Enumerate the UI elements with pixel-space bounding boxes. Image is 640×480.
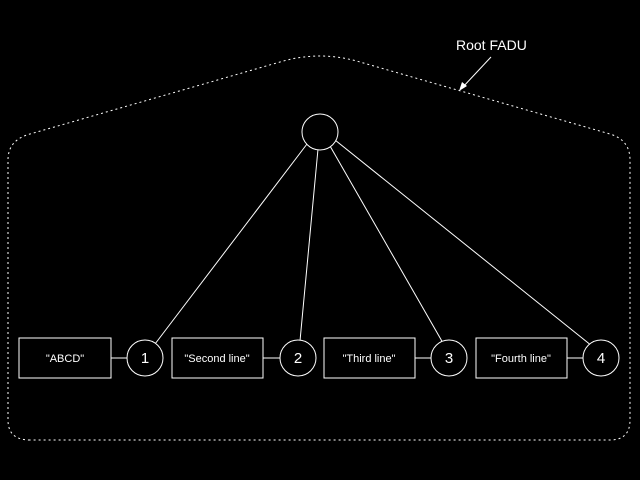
node-4-label: 4 (597, 350, 605, 367)
node-3-label: 3 (445, 350, 453, 367)
record-group-4: "Fourth line" 4 (475, 337, 620, 379)
root-fadu-label: Root FADU (456, 37, 527, 53)
record-group-1: "ABCD" 1 (18, 337, 164, 379)
root-fadu-pointer-arrowhead (459, 82, 467, 91)
node-3 (430, 339, 468, 377)
record-box-2-label: "Second line" (184, 353, 249, 365)
edge-root-to-node-1 (154, 143, 308, 345)
edge-root-to-node-4 (334, 139, 593, 347)
record-box-4 (475, 337, 568, 379)
record-group-3: "Third line" 3 (323, 337, 468, 379)
node-2 (279, 339, 317, 377)
record-box-1-label: "ABCD" (46, 353, 84, 365)
node-4 (582, 339, 620, 377)
record-box-2 (171, 337, 264, 379)
edge-root-to-node-2 (299, 148, 319, 342)
node-1-label: 1 (141, 350, 149, 367)
record-box-3-label: "Third line" (342, 353, 395, 365)
record-box-4-label: "Fourth line" (491, 353, 551, 365)
record-box-3 (323, 337, 416, 379)
root-fadu-pointer (461, 56, 492, 89)
root-fadu-boundary (7, 55, 631, 441)
node-1 (126, 339, 164, 377)
root-node (301, 113, 339, 151)
edge-root-to-node-3 (329, 145, 444, 344)
record-group-2: "Second line" 2 (171, 337, 317, 379)
node-2-label: 2 (294, 350, 302, 367)
